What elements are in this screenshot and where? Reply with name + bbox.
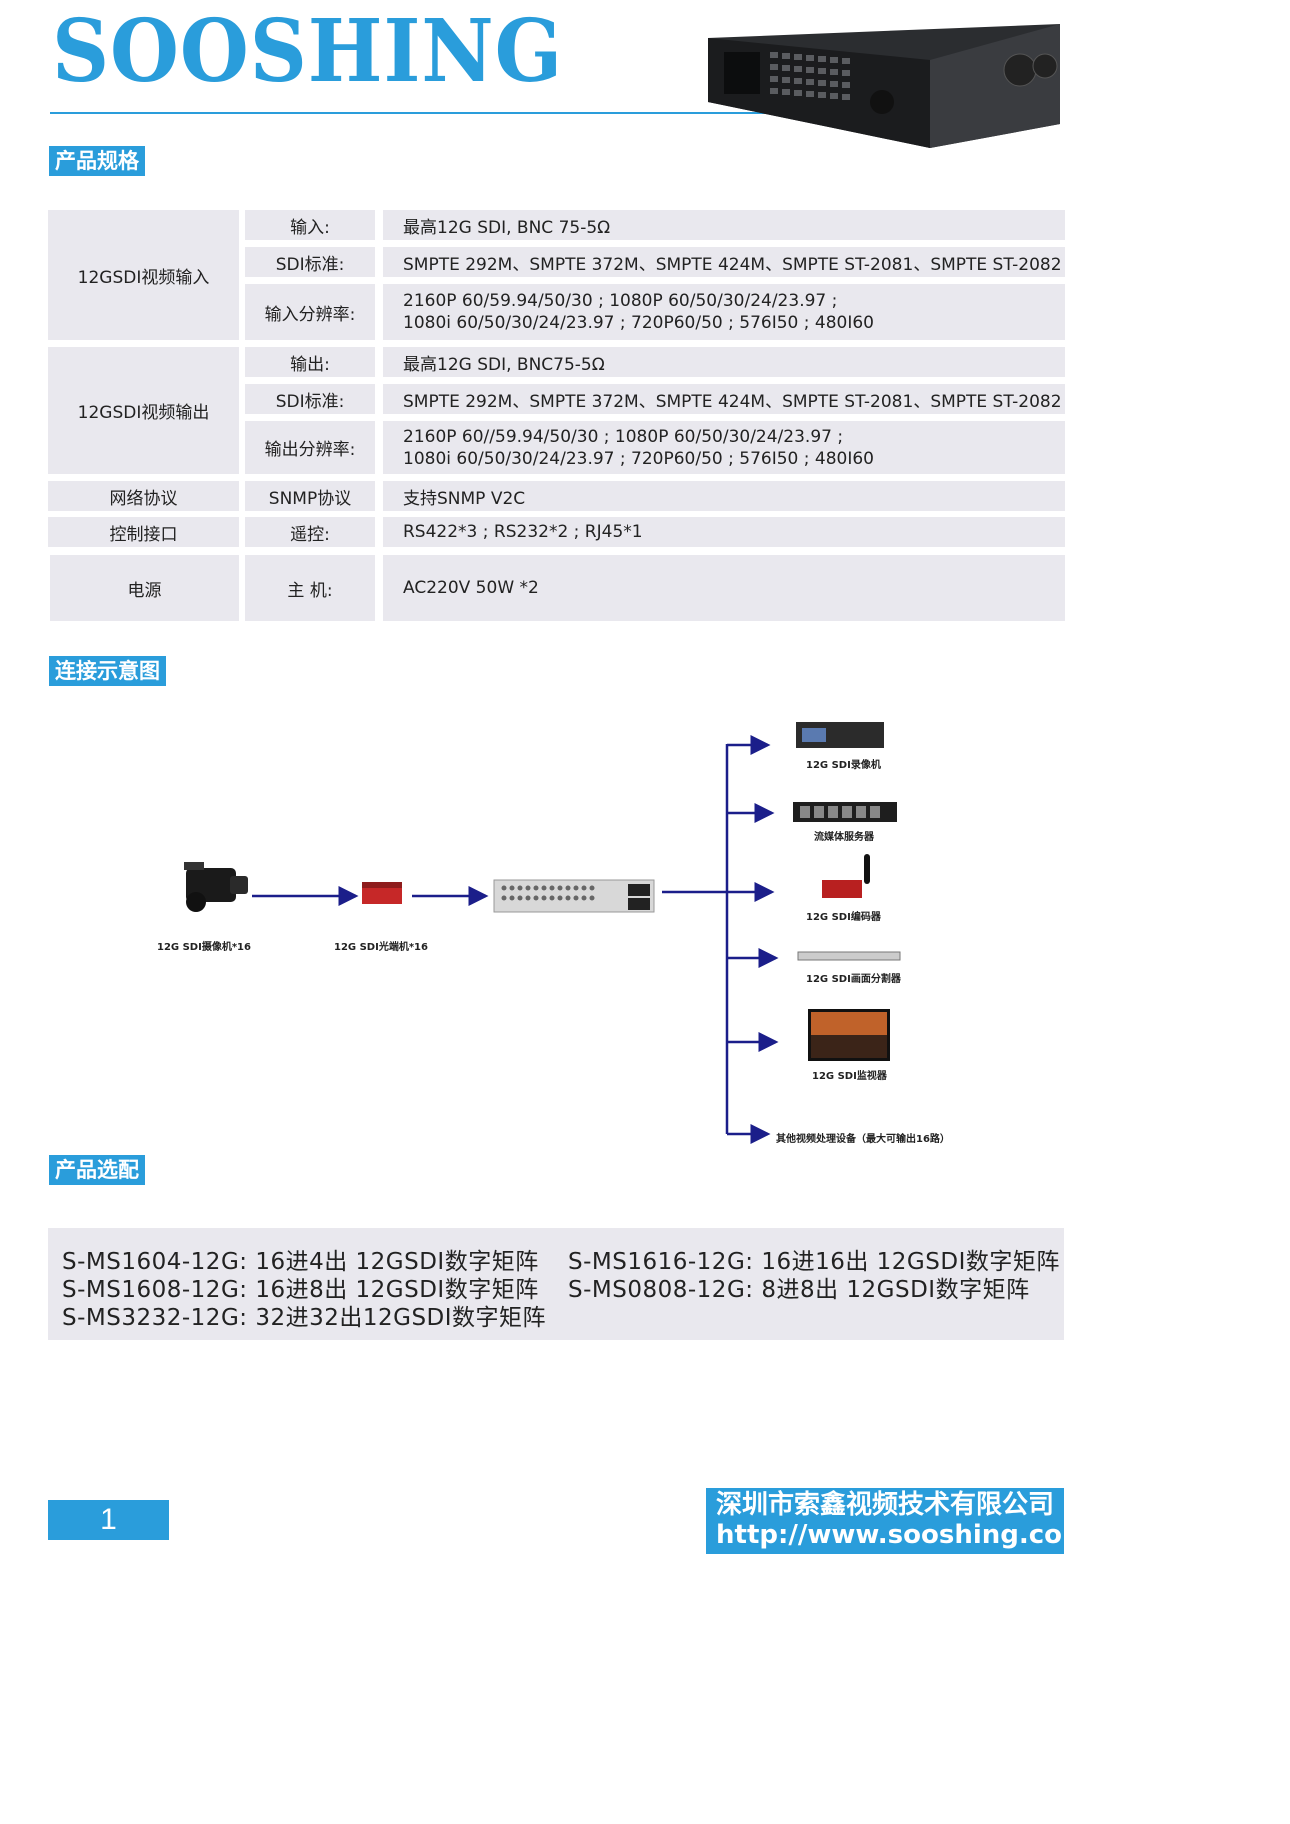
spec-label: 遥控: <box>245 517 375 547</box>
spec-value: 最高12G SDI, BNC 75-5Ω <box>383 210 1065 240</box>
spec-value: 最高12G SDI, BNC75-5Ω <box>383 347 1065 377</box>
spec-value-line: 1080i 60/50/30/24/23.97 ; 720P60/50 ; 57… <box>403 448 874 469</box>
model-item: S-MS3232-12G: 32进32出12GSDI数字矩阵 <box>62 1305 547 1331</box>
diagram-label-fiber: 12G SDI光端机*16 <box>334 942 428 953</box>
spec-label: 输入: <box>245 210 375 240</box>
camera-icon <box>184 862 248 912</box>
model-item: S-MS1616-12G: 16进16出 12GSDI数字矩阵 <box>568 1249 1060 1275</box>
spec-group-network: 网络协议 <box>48 481 239 511</box>
spec-value: AC220V 50W *2 <box>383 555 1065 621</box>
model-item: S-MS0808-12G: 8进8出 12GSDI数字矩阵 <box>568 1277 1030 1303</box>
model-list: S-MS1604-12G: 16进4出 12GSDI数字矩阵 S-MS1616-… <box>48 1228 1064 1340</box>
spec-group-power: 电源 <box>50 555 239 621</box>
spec-label: 输出分辨率: <box>245 421 375 474</box>
page-number: 1 <box>48 1500 169 1540</box>
spec-label: SDI标准: <box>245 247 375 277</box>
diagram-label-other: 其他视频处理设备（最大可输出16路） <box>776 1134 950 1145</box>
spec-label: 输入分辨率: <box>245 284 375 340</box>
model-item: S-MS1608-12G: 16进8出 12GSDI数字矩阵 <box>62 1277 539 1303</box>
company-url[interactable]: http://www.sooshing.com <box>716 1520 1090 1550</box>
section-title-options: 产品选配 <box>49 1155 145 1185</box>
spec-value-line: 2160P 60//59.94/50/30 ; 1080P 60/50/30/2… <box>403 426 844 447</box>
model-item: S-MS1604-12G: 16进4出 12GSDI数字矩阵 <box>62 1249 539 1275</box>
diagram-label-encoder: 12G SDI编码器 <box>806 912 881 923</box>
spec-label: SNMP协议 <box>245 481 375 511</box>
spec-label: 主 机: <box>245 555 375 621</box>
fiber-converter-icon <box>362 882 402 904</box>
matrix-device-photo <box>708 24 1060 148</box>
header-divider <box>50 112 770 114</box>
monitor-icon <box>808 1009 890 1061</box>
diagram-label-splitter: 12G SDI画面分割器 <box>806 974 901 985</box>
diagram-label-monitor: 12G SDI监视器 <box>812 1071 887 1082</box>
server-icon <box>793 802 897 822</box>
matrix-rear-panel-icon <box>493 879 655 913</box>
spec-value-multiline: 2160P 60/59.94/50/30 ; 1080P 60/50/30/24… <box>383 284 1065 340</box>
section-title-diagram: 连接示意图 <box>49 656 166 686</box>
diagram-label-recorder: 12G SDI录像机 <box>806 760 881 771</box>
spec-value: SMPTE 292M、SMPTE 372M、SMPTE 424M、SMPTE S… <box>383 247 1065 277</box>
recorder-icon <box>796 722 884 748</box>
section-title-spec: 产品规格 <box>49 146 145 176</box>
company-name: 深圳市索鑫视频技术有限公司 <box>716 1490 1055 1520</box>
encoder-icon <box>822 854 870 898</box>
spec-label: 输出: <box>245 347 375 377</box>
spec-value: RS422*3 ; RS232*2 ; RJ45*1 <box>383 517 1065 547</box>
brand-logo: SOOSHING <box>52 1 564 102</box>
diagram-label-camera: 12G SDI摄像机*16 <box>157 942 251 953</box>
spec-label: SDI标准: <box>245 384 375 414</box>
spec-value-line: 1080i 60/50/30/24/23.97 ; 720P60/50 ; 57… <box>403 313 874 333</box>
company-info: 深圳市索鑫视频技术有限公司 http://www.sooshing.com <box>706 1488 1090 1554</box>
diagram-label-server: 流媒体服务器 <box>814 832 874 843</box>
spec-value: 支持SNMP V2C <box>383 481 1065 511</box>
spec-value-multiline: 2160P 60//59.94/50/30 ; 1080P 60/50/30/2… <box>383 421 1065 474</box>
spec-group-input: 12GSDI视频输入 <box>48 210 239 340</box>
spec-value-line: 2160P 60/59.94/50/30 ; 1080P 60/50/30/24… <box>403 291 838 311</box>
spec-value: SMPTE 292M、SMPTE 372M、SMPTE 424M、SMPTE S… <box>383 384 1065 414</box>
splitter-icon <box>797 951 901 961</box>
spec-group-output: 12GSDI视频输出 <box>48 347 239 474</box>
connection-diagram <box>184 722 901 1144</box>
spec-group-control: 控制接口 <box>48 517 239 547</box>
